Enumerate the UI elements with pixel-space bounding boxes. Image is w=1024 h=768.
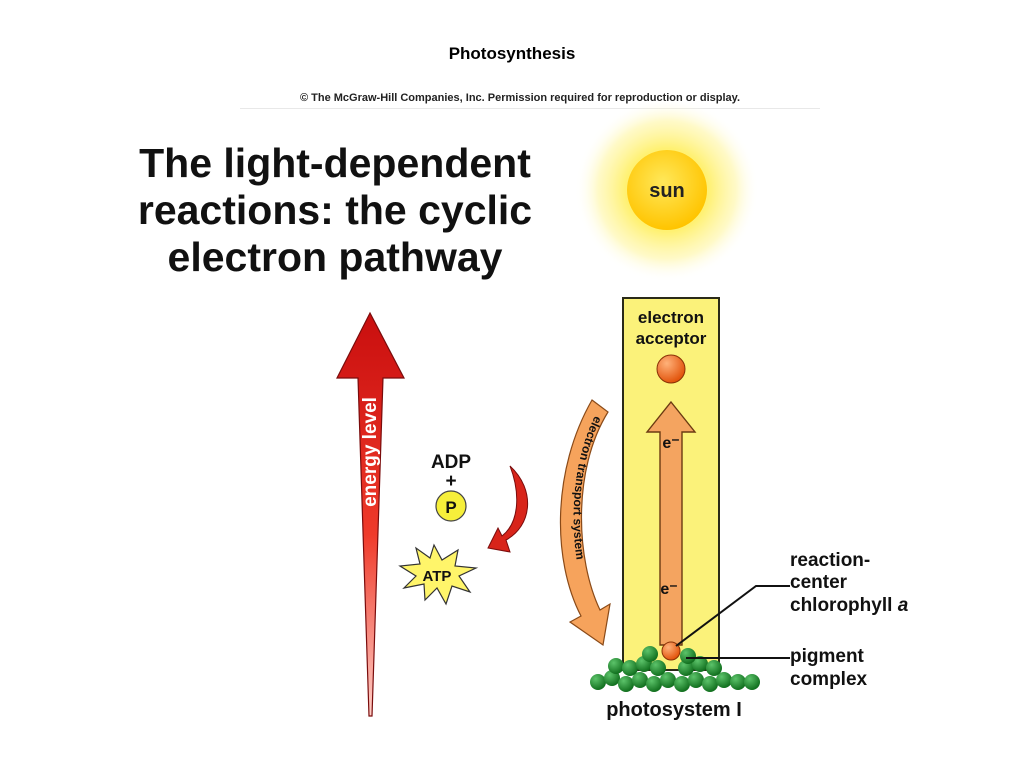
photosystem-label: photosystem I bbox=[606, 699, 742, 721]
electron-transport-arrow: electron transport system bbox=[559, 399, 611, 647]
reaction-center-label-line2: center bbox=[790, 572, 848, 593]
heading-line-1: The light-dependent bbox=[139, 140, 531, 186]
heading-line-3: electron pathway bbox=[167, 234, 503, 280]
pigment-complex-label-line1: pigment bbox=[790, 646, 865, 667]
energy-level-label: energy level bbox=[360, 397, 381, 507]
pigment-complex bbox=[590, 646, 760, 692]
atp-burst-icon: ATP bbox=[398, 543, 479, 606]
reaction-center-label-line1: reaction- bbox=[790, 550, 870, 571]
slide-title: Photosynthesis bbox=[448, 44, 576, 63]
reaction-center-italic-a: a bbox=[898, 595, 909, 616]
electron-acceptor-label-line2: acceptor bbox=[636, 329, 707, 348]
adp-label: ADP bbox=[431, 452, 471, 473]
electron-acceptor-label-line1: electron bbox=[638, 308, 704, 327]
copyright-notice: © The McGraw-Hill Companies, Inc. Permis… bbox=[299, 92, 741, 104]
phosphate-label: P bbox=[445, 498, 456, 517]
electron-label-bottom: e⁻ bbox=[660, 581, 677, 598]
heading-line-2: reactions: the cyclic bbox=[137, 187, 533, 233]
atp-label: ATP bbox=[423, 568, 452, 585]
electron-label-top: e⁻ bbox=[662, 435, 679, 452]
plus-sign: + bbox=[445, 471, 456, 492]
reaction-center-label-line3: chlorophyll a bbox=[790, 595, 909, 616]
energy-level-arrow: energy level bbox=[336, 311, 405, 717]
sun-label: sun bbox=[649, 180, 685, 202]
electron-acceptor-ball bbox=[656, 354, 686, 384]
diagram-heading: The light-dependent reactions: the cycli… bbox=[90, 140, 580, 281]
copyright-divider bbox=[240, 108, 820, 109]
reaction-center-chlorophyll bbox=[661, 641, 681, 661]
adp-to-atp-arrow bbox=[487, 465, 529, 553]
phosphate-icon: P bbox=[435, 490, 467, 522]
sun-icon: sun bbox=[575, 98, 759, 282]
reaction-center-leader-line bbox=[675, 585, 790, 647]
reaction-center-chlorophyll-text: chlorophyll bbox=[790, 595, 892, 616]
pigment-complex-label-line2: complex bbox=[790, 669, 868, 690]
